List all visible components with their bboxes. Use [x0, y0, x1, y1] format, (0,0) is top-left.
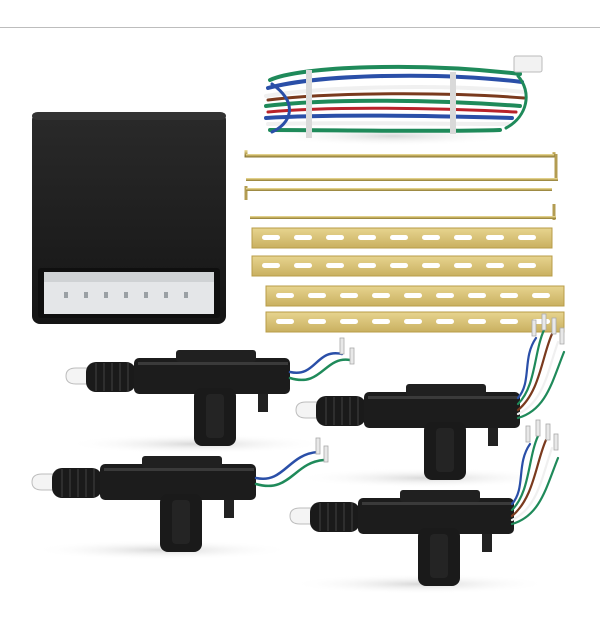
control-module-icon	[32, 112, 226, 324]
wiring-harness-icon	[264, 55, 543, 146]
door-lock-actuator-icon	[31, 437, 329, 561]
door-lock-actuator-icon	[295, 313, 566, 489]
top-divider-line	[0, 27, 600, 28]
door-lock-actuator-icon	[289, 419, 560, 595]
door-lock-actuator-icon	[65, 337, 355, 455]
mounting-brackets-icon	[251, 227, 565, 333]
connecting-rods-icon	[244, 150, 558, 220]
